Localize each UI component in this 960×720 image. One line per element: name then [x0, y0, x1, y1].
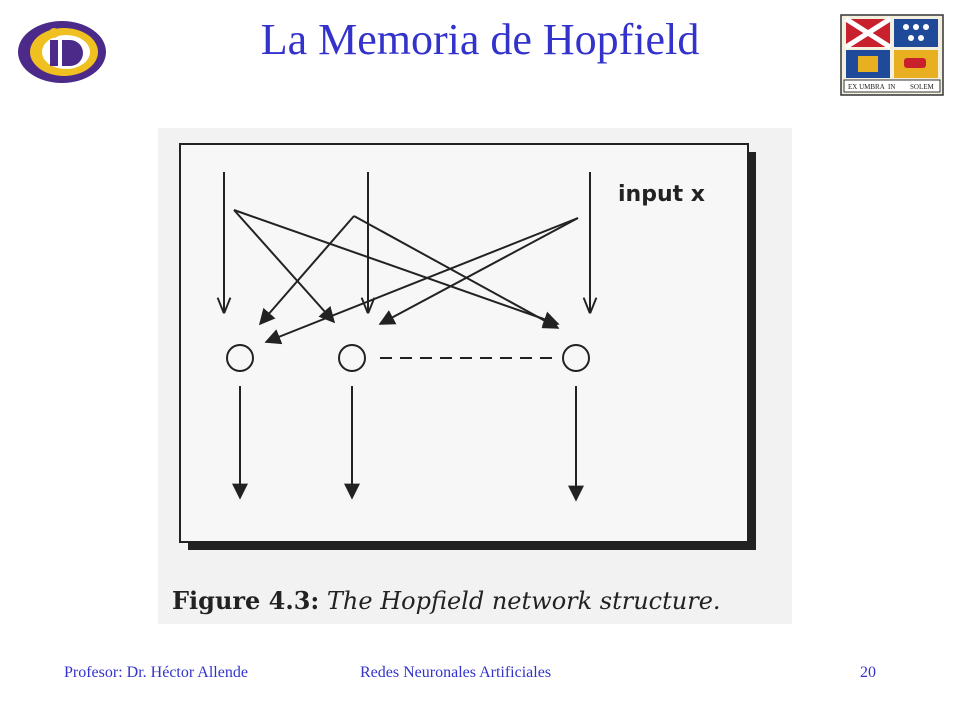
- hopfield-figure: input x Figure 4.3: The Hopfield network…: [158, 128, 792, 624]
- neuron-2: [338, 344, 366, 372]
- crest-motto-mid: IN: [888, 83, 895, 91]
- footer-course: Redes Neuronales Artificiales: [360, 664, 552, 681]
- id-logo-icon: [18, 21, 106, 83]
- feedback-2-to-3: [353, 215, 560, 329]
- feedback-1-to-3: [233, 209, 560, 327]
- feedback-3-to-1: [264, 217, 579, 345]
- hopfield-network-diagram: [179, 143, 756, 550]
- university-crest-icon: EX UMBRA IN SOLEM: [840, 14, 944, 96]
- input-label: input x: [618, 182, 705, 207]
- institution-logo-left: [14, 16, 110, 86]
- neuron-3: [562, 344, 590, 372]
- footer-author: Profesor: Dr. Héctor Allende: [64, 664, 248, 681]
- caption-text: The Hopfield network structure.: [326, 587, 721, 615]
- university-crest: EX UMBRA IN SOLEM: [840, 14, 944, 96]
- crest-motto-left: EX UMBRA: [848, 83, 885, 91]
- crest-motto-right: SOLEM: [910, 83, 935, 91]
- feedback-1-to-2: [233, 209, 336, 324]
- feedback-2-to-1: [258, 215, 355, 326]
- slide-title: La Memoria de Hopfield: [260, 15, 700, 64]
- feedback-3-to-2: [378, 217, 579, 325]
- footer-page-number: 20: [860, 664, 876, 681]
- caption-number: Figure 4.3:: [172, 586, 320, 615]
- figure-caption: Figure 4.3: The Hopfield network structu…: [172, 586, 721, 615]
- neuron-1: [226, 344, 254, 372]
